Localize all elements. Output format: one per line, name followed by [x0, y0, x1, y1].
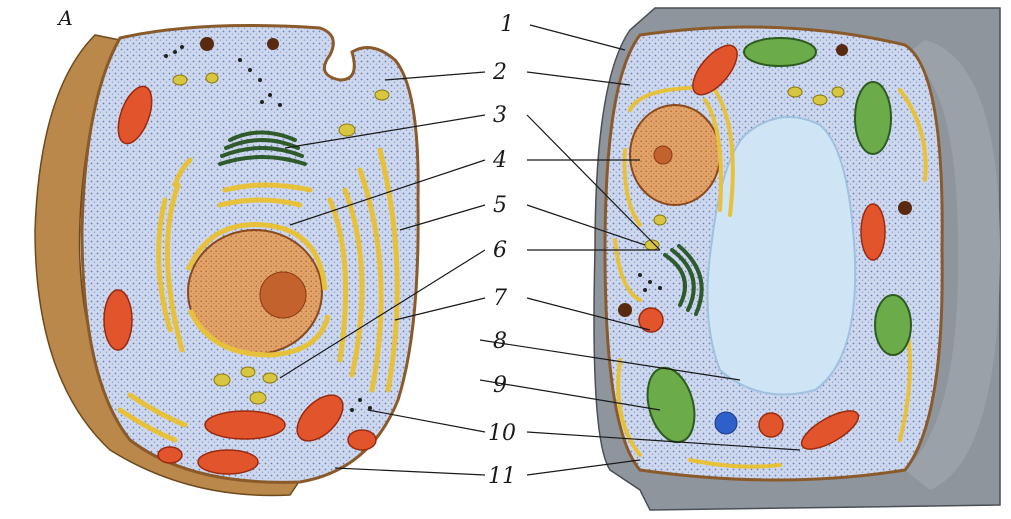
plant-vesicle — [836, 44, 848, 56]
callout-8: 8 — [493, 329, 507, 354]
callout-2: 2 — [492, 60, 507, 85]
callout-1: 1 — [500, 12, 514, 37]
callout-4: 4 — [492, 148, 507, 173]
animal-vesicle — [200, 37, 214, 51]
callout-9: 9 — [493, 373, 507, 398]
plant-nucleolus — [654, 146, 672, 164]
plant-blue-vesicle — [715, 412, 737, 434]
callout-5: 5 — [493, 193, 507, 218]
callout-10: 10 — [488, 421, 516, 446]
plant-cell — [594, 8, 1000, 510]
animal-cell — [35, 26, 418, 496]
plant-vesicle — [618, 303, 632, 317]
plant-nucleus — [630, 105, 720, 205]
callout-numbers: 1 2 3 4 5 6 7 8 9 10 11 — [488, 12, 516, 489]
callout-3: 3 — [493, 103, 507, 128]
callout-11: 11 — [488, 464, 516, 489]
plant-vesicle — [898, 201, 912, 215]
animal-nucleolus — [260, 272, 306, 318]
callout-7: 7 — [493, 286, 507, 311]
animal-vesicle — [267, 38, 279, 50]
callout-6: 6 — [493, 238, 507, 263]
